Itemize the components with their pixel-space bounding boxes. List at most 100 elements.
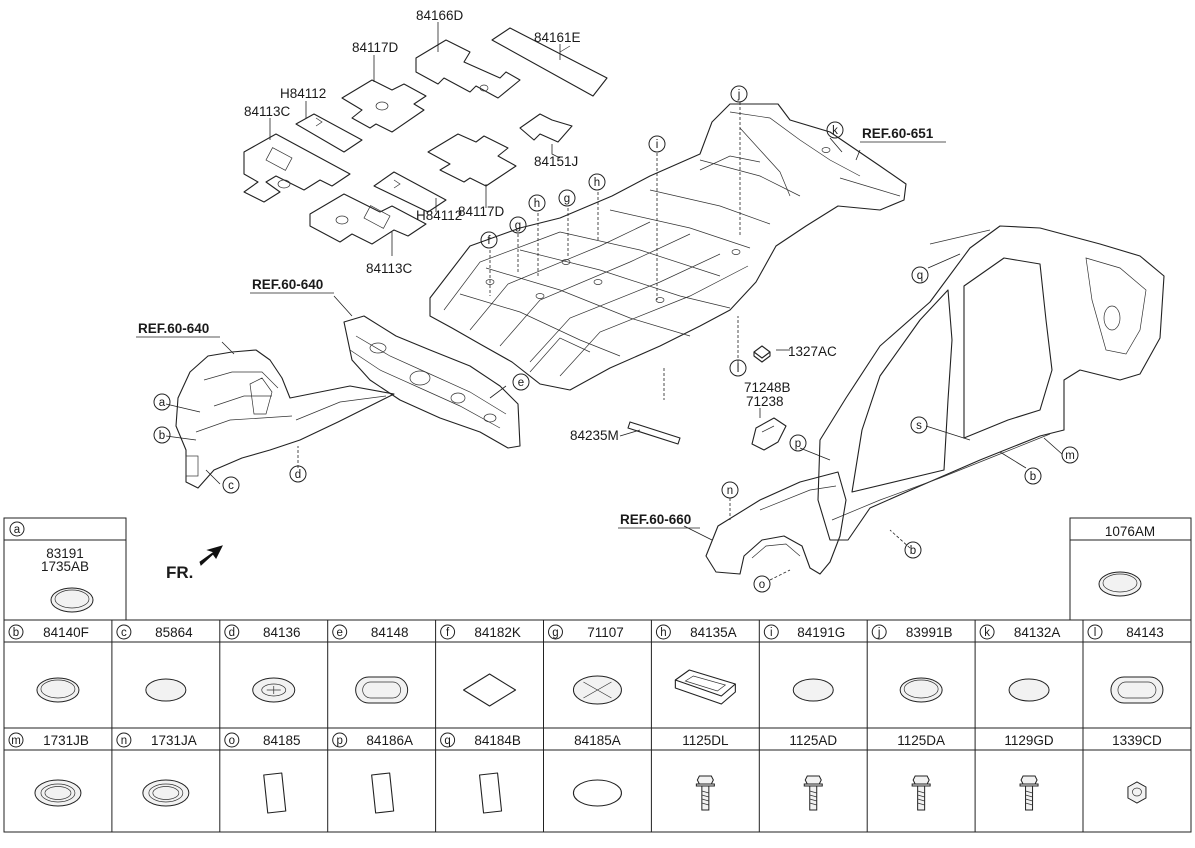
part-code: 71107 [587, 625, 624, 640]
svg-text:h: h [594, 177, 600, 189]
part-code: 85864 [155, 625, 193, 640]
callout-s: s [910, 416, 928, 434]
table-cell: 1339CD [1112, 733, 1162, 804]
grommet-ring-icon [142, 779, 190, 807]
insulation-pad-84166d [415, 39, 521, 99]
grommet-ring-icon [34, 779, 82, 807]
plug-disc-icon [145, 678, 187, 702]
callout-p: p [789, 434, 807, 452]
label-84117d-mid: 84117D [458, 204, 505, 219]
part-code: 1129GD [1004, 733, 1054, 748]
label-h84112-top: H84112 [280, 86, 326, 101]
pad-oval-icon [572, 779, 623, 807]
svg-text:j: j [737, 89, 741, 101]
callout-letter: i [770, 627, 773, 639]
callout-b-2: b [1024, 467, 1042, 485]
plug-cross-icon [252, 677, 296, 703]
svg-text:q: q [917, 270, 923, 282]
callout-n: n [721, 481, 739, 499]
label-84166d: 84166D [416, 8, 464, 23]
part-code: 1125DL [682, 733, 729, 748]
side-outer-panel [817, 225, 1165, 541]
svg-text:REF.60-640: REF.60-640 [252, 277, 323, 292]
label-84235m: 84235M [570, 428, 619, 443]
callout-l: l [729, 359, 747, 377]
svg-text:h: h [534, 198, 540, 210]
callout-letter: b [13, 627, 19, 639]
plug-rect-icon [674, 669, 736, 705]
callout-m: m [1061, 446, 1079, 464]
part-code: 83991B [906, 625, 953, 640]
svg-text:REF.60-640: REF.60-640 [138, 321, 209, 336]
front-fender [705, 471, 847, 575]
svg-text:g: g [515, 220, 521, 232]
ref-60-640-a: REF.60-640 [250, 277, 334, 294]
nut-icon [1127, 781, 1147, 804]
svg-text:i: i [656, 139, 659, 151]
code-1076am: 1076AM [1105, 524, 1155, 539]
callout-h-2: h [528, 194, 546, 212]
callout-e: e [512, 373, 530, 391]
ref-60-660: REF.60-660 [618, 512, 700, 529]
plug-oblong-icon [1110, 676, 1164, 704]
table-cell: 1129GD [1004, 733, 1054, 811]
insulation-pad-h84112-lower [373, 171, 447, 213]
label-84161e: 84161E [534, 30, 581, 45]
cell-1076am: 1076AM [1098, 524, 1155, 597]
svg-text:REF.60-660: REF.60-660 [620, 512, 691, 527]
svg-text:g: g [564, 193, 570, 205]
part-code: 84184B [474, 733, 521, 748]
dash-panel [343, 315, 521, 449]
callout-letter: q [444, 735, 450, 747]
table-cell: 1125DL [682, 733, 729, 811]
callout-letter: c [121, 627, 127, 639]
callout-k: k [826, 121, 844, 139]
table-cell: q 84184B [440, 732, 521, 814]
bolt-icon [803, 775, 823, 811]
callout-letter: d [229, 627, 235, 639]
callout-b-1: b [153, 426, 171, 444]
bolt-icon [1019, 775, 1039, 811]
insulation-pad-84117d-lower [427, 133, 517, 187]
callout-letter: j [877, 627, 881, 639]
insulation-pad-84161e [491, 27, 608, 97]
part-code: 84132A [1014, 625, 1061, 640]
table-cell: g 71107 [548, 624, 624, 705]
svg-text:s: s [916, 420, 922, 432]
callout-letter: h [660, 627, 666, 639]
callout-g-2: g [509, 216, 527, 234]
callout-j: j [730, 85, 748, 103]
callout-letter: g [552, 627, 558, 639]
bolt-icon [695, 775, 715, 811]
plug-1327ac [753, 345, 771, 363]
part-code: 84186A [366, 733, 413, 748]
callout-g-1: g [558, 189, 576, 207]
svg-text:d: d [295, 469, 301, 481]
svg-text:m: m [1065, 450, 1075, 462]
part-code: 1731JB [43, 733, 89, 748]
callout-letter: l [1094, 627, 1097, 639]
part-code: 84191G [797, 625, 845, 640]
svg-text:b: b [159, 430, 165, 442]
svg-text:p: p [795, 438, 801, 450]
leader-lines [165, 22, 1063, 581]
table-cell: i 84191G [763, 624, 845, 702]
callout-o: o [753, 575, 771, 593]
ref-60-640-b: REF.60-640 [136, 321, 220, 338]
callout-a: a [153, 393, 171, 411]
label-71248b: 71248B [744, 380, 791, 395]
front-direction-marker: FR. [166, 545, 223, 582]
plug-flat-icon [899, 677, 943, 703]
table-cell: j 83991B [871, 624, 953, 703]
cell-a: a 83191 1735AB [9, 521, 94, 613]
plug-x-icon [572, 675, 622, 705]
callout-q: q [911, 266, 929, 284]
insulation-pad-84151j [519, 113, 573, 143]
